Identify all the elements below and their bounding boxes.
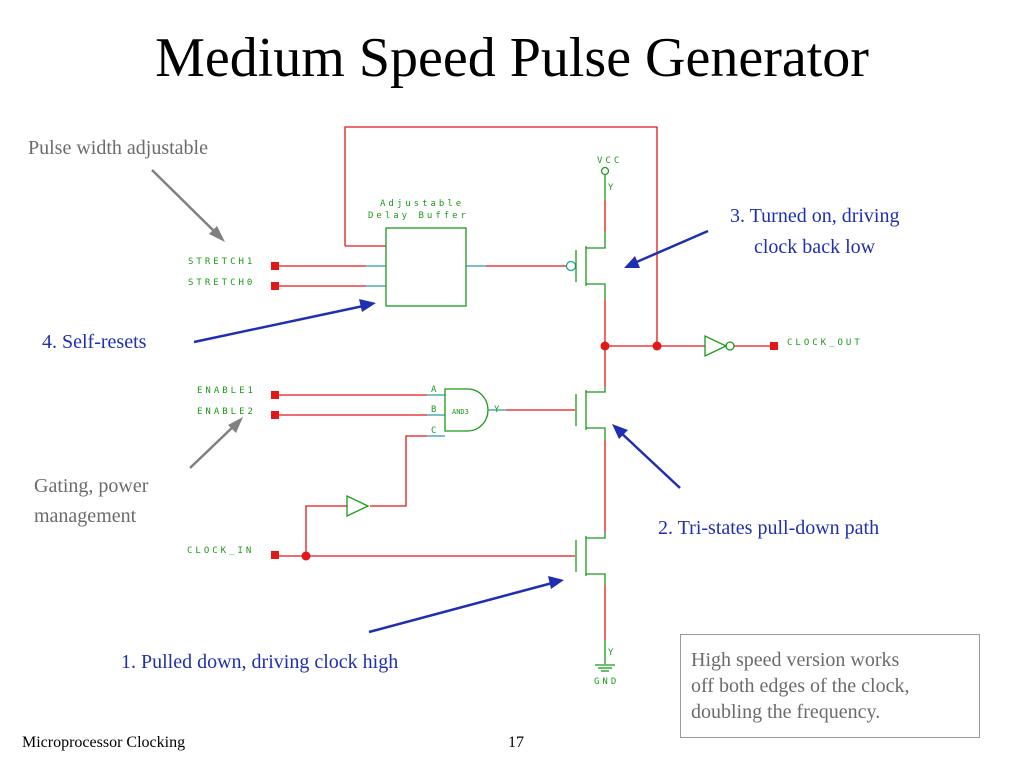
pmos-gate-bubble [565,260,577,272]
arrow-tri-states [612,424,681,489]
and-pin-c: C [431,426,436,436]
and-pin-b: B [431,405,436,415]
info-box: High speed version works off both edges … [680,634,980,738]
stretch1-port [271,262,279,270]
nmos-enable-transistor [575,387,606,440]
annotation-turned-on-1: 3. Turned on, driving [730,205,900,227]
info-line-3: doubling the frequency. [691,701,881,723]
arrow-turned-on [624,229,709,268]
gnd-pin: Y [608,648,614,658]
enable2-port [271,411,279,419]
ground-symbol [595,664,615,672]
clock-out-label: CLOCK_OUT [787,338,863,348]
vcc-label: VCC [597,156,622,166]
and-pin-a: A [431,385,437,395]
vcc-terminal [600,166,610,176]
clock-buffer [346,494,370,518]
annotation-self-resets: 4. Self-resets [42,331,147,353]
page-number: 17 [508,734,524,751]
annotation-pulled-down: 1. Pulled down, driving clock high [121,651,399,673]
arrow-pulse-width [151,169,225,242]
feedback-wire [344,126,658,346]
arrow-gating [189,417,243,469]
stretch0-port [271,282,279,290]
annotation-gating-2: management [34,505,137,527]
clock-in-node [301,551,311,561]
footer-title: Microprocessor Clocking [22,734,186,751]
vcc-pin: Y [608,183,614,193]
stretch0-label: STRETCH0 [188,278,255,288]
annotation-pulse-width: Pulse width adjustable [28,137,208,159]
buffer-label-2: Delay Buffer [368,211,469,221]
enable1-port [271,391,279,399]
clock-in-label: CLOCK_IN [187,546,254,556]
clock-in-port [271,551,279,559]
annotation-tri-states: 2. Tri-states pull-down path [658,517,880,539]
gnd-label: GND [594,677,619,687]
enable1-label: ENABLE1 [197,386,256,396]
pmos-transistor [575,232,606,300]
info-line-2: off both edges of the clock, [691,675,910,697]
arrow-self-resets [193,299,376,344]
stretch1-label: STRETCH1 [188,257,255,267]
arrow-pulled-down [368,576,564,634]
enable2-label: ENABLE2 [197,407,256,417]
delay-buffer [385,227,467,307]
buffer-label-1: Adjustable [380,199,464,209]
page-title: Medium Speed Pulse Generator [155,27,869,89]
annotation-turned-on-2: clock back low [754,236,876,258]
clock-out-port [770,342,778,350]
nmos-clock-transistor [575,532,606,585]
and3-label: AND3 [452,408,469,416]
info-line-1: High speed version works [691,649,900,671]
annotation-gating-1: Gating, power [34,475,149,497]
and3-gate [444,388,489,432]
output-inverter [704,334,728,358]
